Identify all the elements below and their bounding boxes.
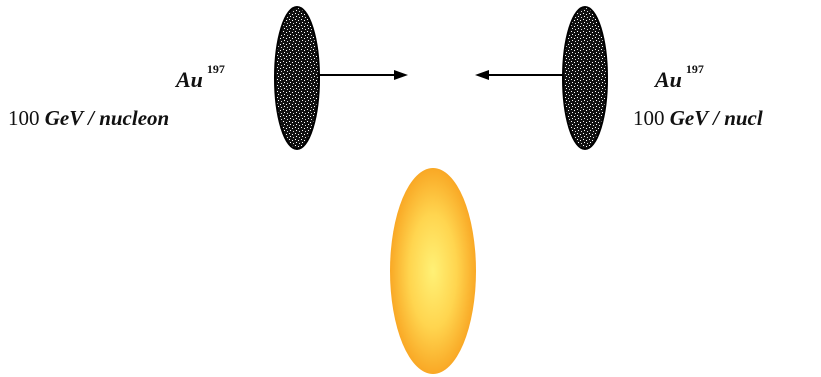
left-nucleus	[274, 6, 320, 150]
left-arrow	[319, 70, 408, 80]
right-nucleus	[562, 6, 608, 150]
right-energy-label: 100 GeV / nucl	[633, 106, 763, 130]
right-arrow	[475, 70, 563, 80]
left-energy-label: 100 GeV / nucleon	[8, 106, 170, 130]
fireball	[390, 168, 476, 374]
